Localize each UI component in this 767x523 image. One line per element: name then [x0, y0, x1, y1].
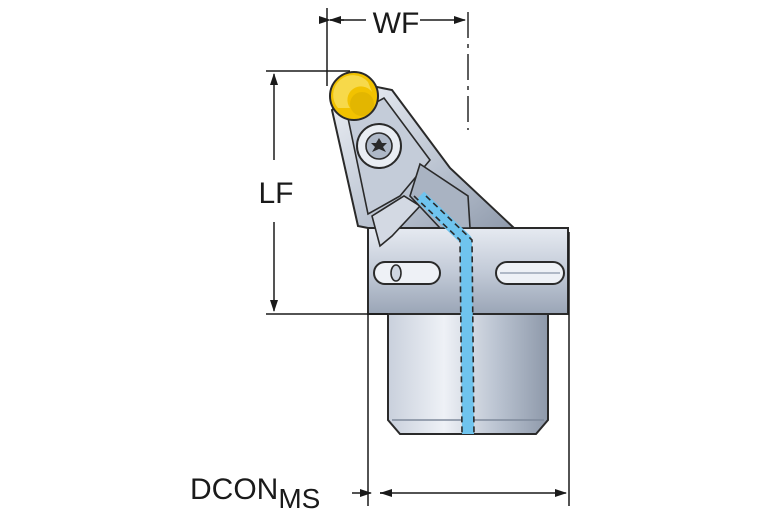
- lf-label: LF: [258, 177, 293, 210]
- wf-label: WF: [373, 7, 420, 40]
- wf-dimension: WF: [319, 7, 466, 86]
- lf-dimension: LF: [258, 70, 388, 315]
- left-slot: [373, 261, 441, 285]
- dcon-main: DCON: [190, 473, 278, 506]
- clamp-lever: [371, 195, 422, 248]
- dcon-sub: MS: [278, 483, 320, 514]
- dcon-label: DCONMS: [190, 473, 320, 514]
- torx-screw-icon: [356, 123, 402, 169]
- dcon-dimension: DCONMS: [190, 232, 570, 514]
- round-insert-icon: [329, 71, 379, 121]
- coolant-channel-icon: [413, 191, 475, 435]
